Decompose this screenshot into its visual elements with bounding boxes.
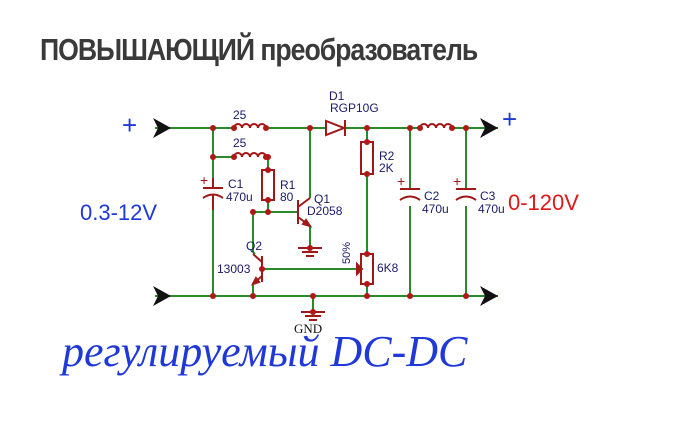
r1-value: 80	[280, 190, 294, 204]
page-title: ПОВЫШАЮЩИЙ преобразователь	[40, 32, 478, 67]
q1-name: Q1	[314, 192, 330, 206]
gnd-label: GND	[294, 321, 322, 336]
c2-name: C2	[424, 189, 440, 203]
subtitle: регулируемый DC-DC	[62, 327, 468, 376]
r2-name: R2	[379, 149, 395, 163]
inductor-l2: 25	[233, 136, 267, 158]
c1-value: 470u	[226, 190, 253, 204]
r1-name: R1	[280, 178, 296, 192]
c3-value: 470u	[478, 202, 505, 216]
input-voltage-label: 0.3-12V	[80, 200, 157, 225]
transistor-q1: Q1 D2058	[297, 192, 343, 228]
d1-name: D1	[329, 89, 345, 103]
input-minus-arrow-icon	[153, 286, 171, 306]
input-plus-label: +	[122, 110, 137, 140]
c2-value: 470u	[422, 202, 449, 216]
r2-value: 2K	[379, 161, 394, 175]
capacitor-c1: + C1 470u	[200, 172, 253, 210]
output-minus-arrow-icon	[480, 286, 498, 306]
output-plus-label: +	[502, 104, 517, 134]
c3-name: C3	[480, 189, 496, 203]
terminal-arrows	[153, 118, 498, 306]
inductor-output	[419, 123, 453, 129]
output-plus-arrow-icon	[480, 118, 498, 138]
capacitor-c2: + C2 470u	[397, 173, 449, 216]
resistor-r2: R2 2K	[360, 141, 395, 175]
pot-mark: 50%	[341, 242, 353, 264]
svg-text:+: +	[397, 173, 405, 189]
inductor-l1: 25	[233, 108, 267, 129]
svg-text:+: +	[453, 173, 461, 189]
potentiometer: 50% 6K8	[341, 242, 399, 285]
input-plus-arrow-icon	[153, 118, 171, 138]
l2-label: 25	[233, 136, 247, 150]
capacitor-c3: + C3 470u	[453, 173, 505, 216]
l1-label: 25	[233, 108, 247, 122]
pot-value: 6K8	[377, 261, 399, 275]
junction-nodes	[210, 125, 469, 315]
wires	[155, 127, 498, 312]
transistor-q2: Q2 13003	[217, 239, 263, 286]
svg-text:+: +	[200, 172, 208, 188]
q2-value: 13003	[217, 262, 251, 276]
q2-name: Q2	[246, 239, 262, 253]
q1-value: D2058	[307, 204, 343, 218]
diode-d1: D1 RGP10G	[325, 89, 379, 137]
output-voltage-label: 0-120V	[508, 190, 579, 215]
d1-value: RGP10G	[330, 101, 379, 115]
c1-name: C1	[228, 177, 244, 191]
